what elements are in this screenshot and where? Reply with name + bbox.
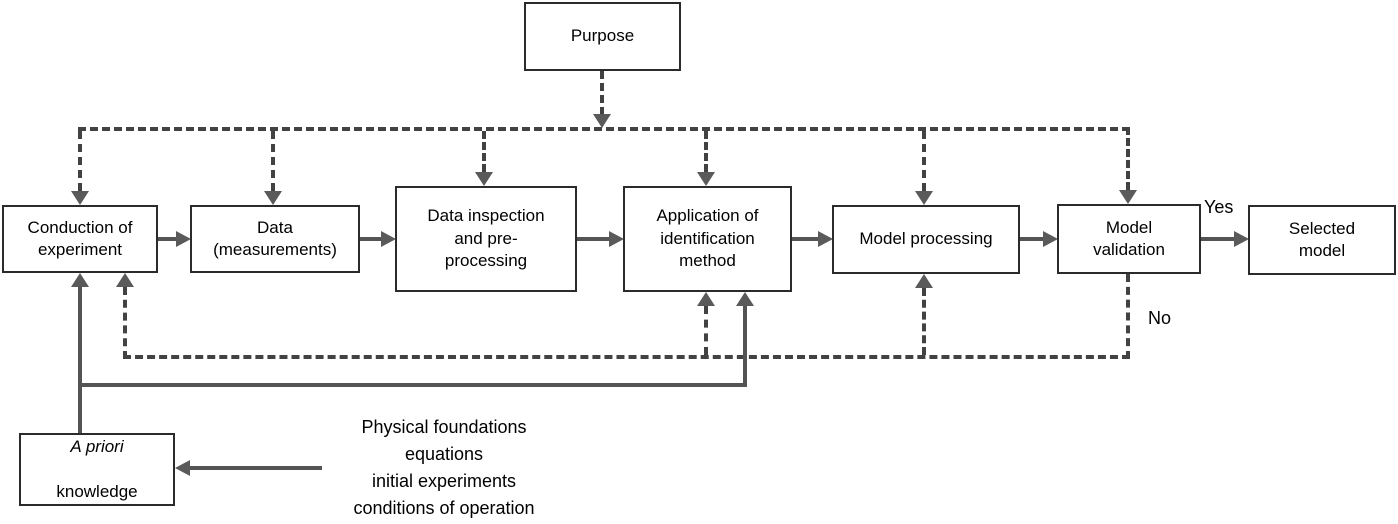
- arrowhead-up-application-icon: [697, 292, 715, 306]
- model-processing-box: Model processing: [832, 205, 1020, 274]
- dashed-riser-to-processing: [922, 288, 926, 355]
- arrowhead-up-conduction-icon: [116, 273, 134, 287]
- arrowhead-up-conduction-solid-icon: [71, 273, 89, 287]
- dashed-drop-to-inspection: [482, 131, 486, 172]
- data-inspection-preprocessing-box: Data inspection and pre- processing: [395, 186, 577, 292]
- selected-model-box: Selected model: [1248, 205, 1396, 275]
- yes-label: Yes: [1204, 197, 1234, 217]
- conduction-of-experiment-box: Conduction of experiment: [2, 205, 158, 273]
- dashed-connector-top-distribution: [78, 127, 1130, 131]
- arrowhead-down-validation-icon: [1119, 190, 1137, 204]
- arrow-sources-to-apriori: [190, 466, 322, 470]
- note-line-conditions-of-operation: conditions of operation: [353, 498, 535, 518]
- a-priori-sources-note: Physical foundations equations initial e…: [330, 414, 558, 522]
- arrow-validation-to-selected: [1200, 237, 1235, 241]
- arrowhead-right-validation-icon: [1043, 231, 1058, 247]
- a-priori-line: A priori: [70, 436, 124, 456]
- solid-branch-apriori-to-application: [78, 383, 747, 387]
- arrow-data-to-inspection: [360, 237, 382, 241]
- arrowhead-up-application-solid-icon: [736, 292, 754, 306]
- arrow-application-to-processing: [792, 237, 819, 241]
- dashed-drop-to-processing: [922, 131, 926, 191]
- a-priori-knowledge-box: A priori knowledge: [19, 433, 175, 506]
- arrowhead-down-processing-icon: [915, 191, 933, 205]
- data-measurements-box: Data (measurements): [190, 205, 360, 273]
- arrowhead-down-purpose-icon: [593, 114, 611, 128]
- arrowhead-right-data-icon: [176, 231, 191, 247]
- purpose-box: Purpose: [524, 2, 681, 71]
- dashed-drop-to-conduction: [78, 131, 82, 191]
- arrowhead-down-inspection-icon: [475, 172, 493, 186]
- solid-riser-to-application: [743, 306, 747, 383]
- dashed-riser-to-application: [704, 306, 708, 355]
- dashed-connector-purpose-drop: [600, 71, 604, 115]
- knowledge-line: knowledge: [56, 481, 138, 501]
- arrowhead-right-processing-icon: [818, 231, 833, 247]
- application-identification-method-box: Application of identification method: [623, 186, 792, 292]
- dashed-drop-to-application: [704, 131, 708, 172]
- dashed-connector-bottom-feedback: [123, 355, 1130, 359]
- dashed-drop-to-validation: [1126, 127, 1130, 190]
- dashed-drop-to-data: [271, 131, 275, 191]
- dashed-validation-no-drop: [1126, 274, 1130, 359]
- solid-riser-apriori-to-conduction: [78, 287, 82, 433]
- arrowhead-left-apriori-icon: [175, 460, 190, 476]
- note-line-equations: equations: [404, 444, 484, 464]
- dashed-riser-to-conduction: [123, 287, 127, 359]
- note-line-physical-foundations: Physical foundations: [361, 417, 527, 437]
- arrowhead-right-selected-icon: [1234, 231, 1249, 247]
- a-priori-knowledge-label: A priori knowledge: [56, 413, 137, 524]
- arrowhead-right-inspection-icon: [381, 231, 396, 247]
- arrow-processing-to-validation: [1020, 237, 1044, 241]
- arrowhead-down-conduction-icon: [71, 191, 89, 205]
- model-validation-box: Model validation: [1057, 204, 1201, 274]
- arrow-inspection-to-application: [577, 237, 610, 241]
- note-line-initial-experiments: initial experiments: [371, 471, 517, 491]
- arrow-conduction-to-data: [158, 237, 177, 241]
- arrowhead-up-processing-icon: [915, 274, 933, 288]
- no-label: No: [1148, 308, 1172, 328]
- arrowhead-right-application-icon: [609, 231, 624, 247]
- arrowhead-down-data-icon: [264, 191, 282, 205]
- arrowhead-down-application-icon: [697, 172, 715, 186]
